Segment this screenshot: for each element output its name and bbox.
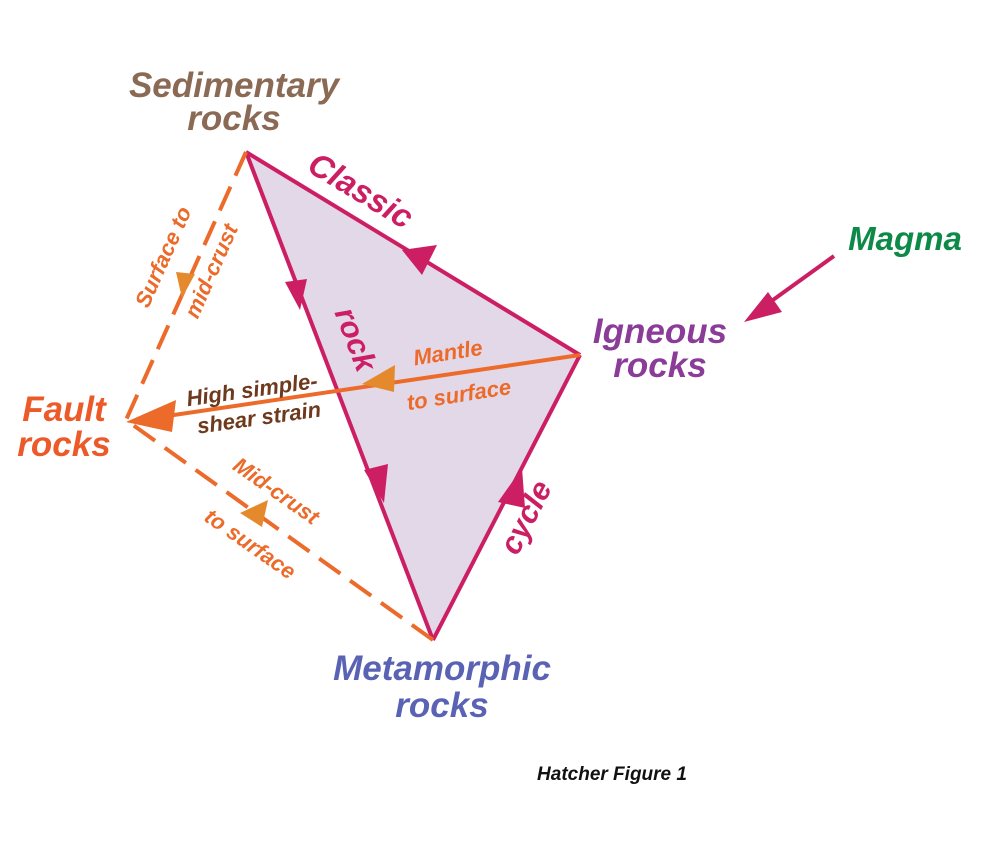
sedimentary-rocks-label: Sedimentary rocks (129, 66, 341, 138)
igneous-rocks-label: Igneous rocks (593, 312, 727, 385)
dashed-path-sed-to-fault (124, 151, 248, 421)
arrowhead-ign-to-sed (402, 245, 437, 275)
magma-arrow-shaft (764, 254, 836, 307)
arrowhead-midcrust-to-surface (240, 500, 268, 527)
svg-text:rocks: rocks (187, 99, 280, 138)
arrowhead-sed-to-meta-lower (364, 464, 388, 503)
magma-label: Magma (848, 220, 962, 257)
svg-text:Fault: Fault (22, 390, 107, 429)
rock-cycle-triangle (246, 152, 580, 640)
magma-arrowhead (744, 292, 782, 322)
arrowhead-sed-to-meta-upper (285, 279, 307, 310)
svg-text:Sedimentary: Sedimentary (129, 66, 341, 105)
fault-rocks-label: Fault rocks (17, 390, 110, 464)
arrowhead-meta-to-ign (498, 468, 525, 508)
svg-text:rocks: rocks (613, 346, 706, 385)
svg-text:rocks: rocks (395, 686, 488, 725)
metamorphic-rocks-label: Metamorphic rocks (333, 649, 551, 725)
figure-caption: Hatcher Figure 1 (537, 764, 687, 785)
orange-path-igneous-to-fault (139, 353, 581, 422)
svg-text:Metamorphic: Metamorphic (333, 649, 551, 688)
arrowhead-into-fault (126, 400, 176, 432)
svg-text:Igneous: Igneous (593, 312, 727, 351)
dashed-path-meta-to-fault (124, 418, 435, 642)
classic-edge-sed-to-meta (244, 151, 435, 641)
arrowhead-surface-to-midcrust (176, 272, 195, 298)
arrowhead-mantle-path (362, 365, 395, 392)
svg-text:rocks: rocks (17, 425, 110, 464)
svg-text:Mid-crust: Mid-crust (229, 452, 326, 530)
svg-text:mid-crust: mid-crust (179, 219, 243, 322)
surface-to-midcrust-label: Surface to mid-crust (130, 203, 244, 322)
